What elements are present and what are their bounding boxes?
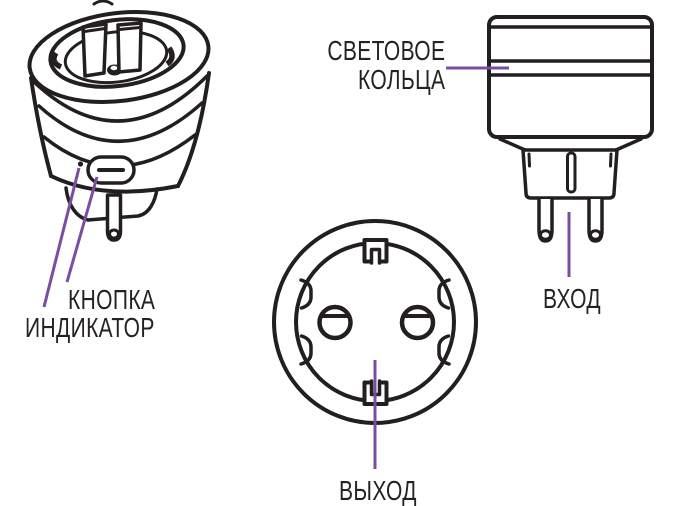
light-ring-label-line2: КОЛЬЦА	[357, 64, 445, 95]
side-pin-left-tip	[539, 229, 552, 241]
side-shoulder-left	[498, 137, 527, 152]
button-label: КНОПКА	[68, 284, 156, 315]
body-right-edge	[176, 71, 211, 188]
smart-plug-side-view	[487, 15, 654, 243]
pin-hole-right	[399, 304, 436, 341]
notch-left-upper	[299, 278, 313, 310]
side-base-slot	[566, 151, 577, 194]
rim-outer-ellipse	[27, 9, 211, 105]
euro-pin-tip	[108, 228, 120, 240]
rim-inner-ellipse	[48, 17, 186, 89]
earth-clip-top-slot	[369, 247, 382, 265]
side-base-clip-right	[609, 152, 613, 168]
side-body	[487, 15, 654, 139]
body-bottom-edge	[49, 174, 180, 194]
earth-clip-top-gap	[370, 250, 381, 264]
notch-right-lower	[437, 334, 451, 366]
recess-floor	[63, 29, 169, 85]
recess-prong-left	[81, 22, 108, 78]
side-plug-base	[521, 148, 619, 200]
input-label: ВХОД	[543, 283, 601, 314]
recess-groove-left	[51, 51, 63, 70]
side-base-clip-left	[527, 152, 531, 168]
euro-pin	[105, 193, 123, 242]
recess-prong-left-facet	[83, 27, 107, 33]
light-ring-band-upper	[37, 101, 204, 143]
light-ring-label-line1: СВЕТОВОЕ	[326, 35, 445, 66]
cropped-curve-top	[92, 0, 114, 6]
recess-groove-right	[165, 46, 175, 67]
pin-hole-left	[317, 304, 353, 341]
side-pin-right-tip	[589, 229, 602, 241]
collar-lower-edge	[30, 74, 209, 123]
recess-prong-right	[116, 21, 143, 74]
notch-left-lower	[299, 334, 313, 366]
leader-indicator	[42, 167, 81, 308]
leader-button	[65, 176, 99, 283]
light-ring-label: СВЕТОВОЕ КОЛЬЦА	[327, 36, 445, 94]
side-shoulder-right	[614, 137, 643, 152]
notch-right-upper	[437, 278, 451, 310]
smart-plug-perspective-view	[27, 0, 211, 242]
indicator-led-dot	[77, 161, 84, 167]
recess-contact-dot-highlight	[110, 65, 118, 71]
body-left-edge	[29, 76, 53, 178]
leader-lines	[42, 66, 571, 469]
output-label: ВЫХОД	[339, 475, 417, 506]
indicator-label: ИНДИКАТОР	[25, 312, 155, 343]
recess-prong-right-facet	[118, 26, 142, 31]
